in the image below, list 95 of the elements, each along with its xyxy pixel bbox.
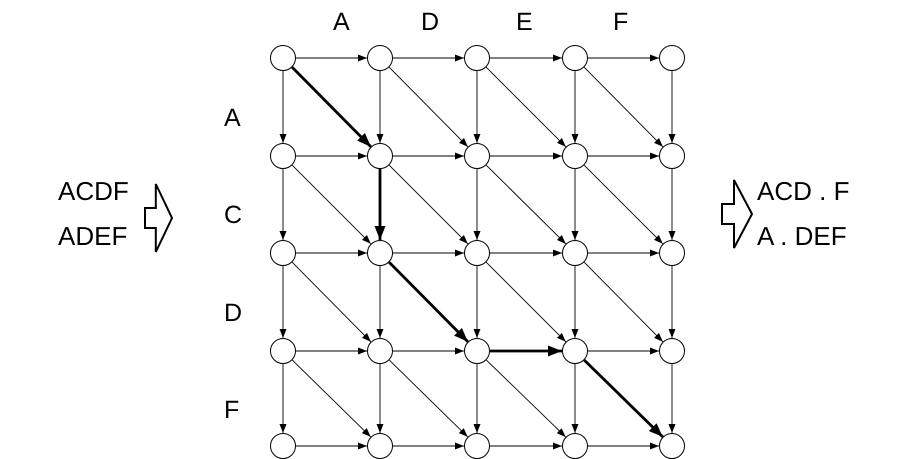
arrow bbox=[490, 250, 562, 256]
arrow bbox=[584, 164, 664, 244]
arrow bbox=[588, 54, 660, 62]
arrow bbox=[280, 364, 286, 434]
arrow bbox=[388, 164, 468, 244]
arrow bbox=[388, 360, 468, 438]
arrow bbox=[388, 66, 468, 148]
circle-node bbox=[367, 338, 393, 364]
arrow bbox=[376, 364, 384, 434]
arrow bbox=[486, 66, 566, 148]
arrow bbox=[490, 152, 562, 160]
arrow bbox=[668, 364, 676, 434]
arrow bbox=[486, 262, 566, 342]
circle-node bbox=[270, 433, 296, 459]
hollow-arrow bbox=[721, 179, 754, 249]
arrow bbox=[280, 168, 286, 240]
arrow bbox=[588, 152, 660, 160]
circle-node bbox=[562, 338, 588, 364]
circle-node bbox=[464, 433, 490, 459]
circle-node bbox=[270, 338, 296, 364]
circle-node bbox=[659, 433, 685, 459]
arrow bbox=[280, 70, 286, 144]
arrow bbox=[296, 250, 368, 256]
arrow bbox=[474, 70, 480, 144]
arrow bbox=[296, 348, 368, 354]
arrow bbox=[474, 168, 480, 240]
arrow bbox=[583, 359, 664, 438]
arrow bbox=[291, 66, 372, 148]
column-letter: A bbox=[333, 8, 350, 36]
circle-node bbox=[659, 240, 685, 266]
hollow-arrow bbox=[144, 183, 174, 253]
sequence-text: ADEF bbox=[58, 221, 128, 251]
arrow bbox=[280, 266, 286, 338]
arrow bbox=[392, 348, 464, 354]
arrow bbox=[572, 70, 578, 144]
arrow bbox=[572, 168, 578, 240]
circle-node bbox=[659, 143, 685, 169]
arrow bbox=[668, 168, 676, 240]
circle-node bbox=[464, 240, 490, 266]
arrow bbox=[584, 66, 664, 148]
circle-node bbox=[659, 45, 685, 71]
arrow bbox=[292, 360, 372, 438]
arrow bbox=[572, 266, 578, 338]
arrow bbox=[474, 364, 480, 434]
arrow bbox=[490, 442, 562, 450]
arrow bbox=[376, 266, 384, 338]
arrow bbox=[392, 250, 464, 256]
row-letter: F bbox=[224, 396, 240, 424]
circle-node bbox=[464, 338, 490, 364]
arrow bbox=[584, 262, 664, 342]
arrow bbox=[486, 164, 566, 244]
arrow bbox=[668, 266, 676, 338]
circle-node bbox=[367, 45, 393, 71]
row-letter: A bbox=[224, 104, 241, 132]
circle-node bbox=[464, 45, 490, 71]
column-letter: E bbox=[516, 8, 533, 36]
arrow bbox=[292, 262, 372, 342]
circle-node bbox=[562, 45, 588, 71]
arrow bbox=[392, 442, 464, 450]
arrow bbox=[490, 54, 562, 62]
arrow bbox=[392, 152, 464, 160]
arrow bbox=[668, 70, 676, 144]
arrow bbox=[490, 346, 562, 356]
arrow bbox=[374, 169, 386, 240]
arrow bbox=[572, 364, 578, 434]
column-letter: D bbox=[421, 8, 440, 36]
circle-node bbox=[270, 240, 296, 266]
arrow bbox=[296, 152, 368, 160]
arrow bbox=[296, 54, 368, 62]
sequence-text: A . DEF bbox=[757, 221, 847, 251]
circle-node bbox=[270, 143, 296, 169]
sequence-text: ACDF bbox=[58, 176, 129, 206]
circle-node bbox=[659, 338, 685, 364]
circle-node bbox=[562, 143, 588, 169]
arrow bbox=[588, 442, 660, 450]
circle-node bbox=[367, 433, 393, 459]
circle-node bbox=[367, 143, 393, 169]
circle-node bbox=[464, 143, 490, 169]
column-letter: F bbox=[613, 8, 628, 36]
arrow bbox=[588, 250, 660, 256]
arrow bbox=[376, 70, 384, 144]
circle-node bbox=[367, 240, 393, 266]
arrow bbox=[296, 442, 368, 450]
sequence-text: ACD . F bbox=[757, 176, 850, 206]
arrow bbox=[588, 348, 660, 354]
arrow bbox=[486, 360, 566, 438]
circle-node bbox=[562, 433, 588, 459]
circle-node bbox=[562, 240, 588, 266]
circle-node bbox=[270, 45, 296, 71]
row-letter: C bbox=[224, 201, 242, 229]
arrow bbox=[292, 164, 372, 244]
arrow bbox=[392, 54, 464, 62]
arrow bbox=[474, 266, 480, 338]
row-letter: D bbox=[224, 299, 242, 327]
arrow bbox=[388, 261, 469, 343]
